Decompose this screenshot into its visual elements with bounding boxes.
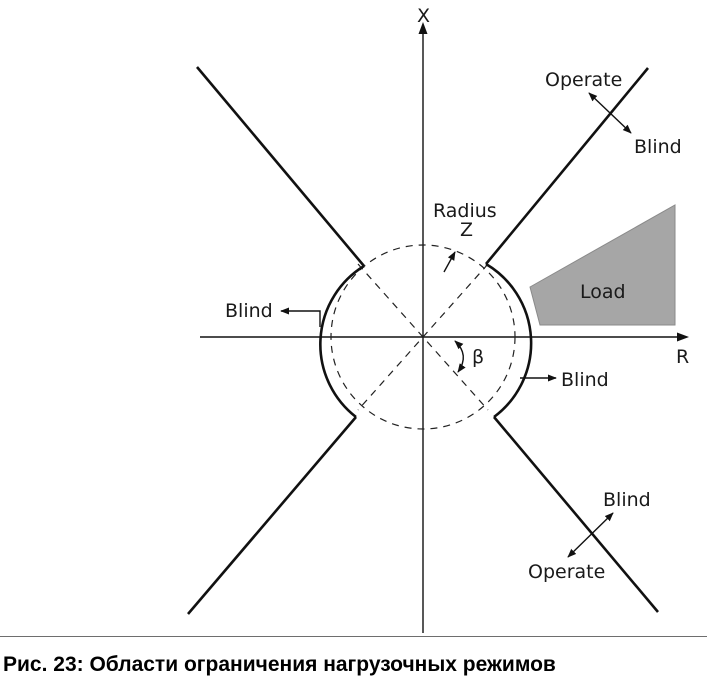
r-axis-arrowhead	[677, 332, 689, 342]
blind-left-arrow	[280, 307, 321, 327]
x-axis-label: X	[417, 5, 430, 27]
operate-blind-top-arrow	[588, 92, 632, 134]
radius-circle-dashed	[330, 244, 516, 430]
blind-operate-bottom-arrow	[567, 512, 614, 558]
diagonal-dashed-2	[357, 263, 489, 411]
boundary-line-upper-left	[196, 66, 365, 267]
blind-arc-right	[485, 262, 533, 419]
x-axis-arrowhead	[418, 22, 428, 34]
blind-top-label: Blind	[634, 136, 682, 158]
blind-right-label: Blind	[561, 369, 609, 391]
blind-left-label: Blind	[225, 300, 273, 322]
blind-arc-left	[319, 264, 365, 419]
blind-bottom-label: Blind	[603, 489, 651, 511]
load-label: Load	[580, 281, 626, 303]
boundary-line-lower-left	[187, 416, 357, 615]
radius-label: Radius	[433, 200, 497, 222]
figure-caption: Рис. 23: Области ограничения нагрузочных…	[3, 653, 556, 676]
angle-beta-label: β	[472, 346, 484, 368]
radius-arrow	[443, 251, 456, 273]
angle-beta-arc	[454, 340, 466, 373]
load-region	[529, 204, 676, 326]
operate-top-label: Operate	[545, 69, 622, 91]
operate-bottom-label: Operate	[528, 561, 605, 583]
r-axis-label: R	[676, 346, 689, 368]
radius-z-label: Z	[460, 219, 473, 241]
load-encroachment-diagram: X R Load Radius Z β Blind Blind Operate …	[187, 5, 689, 633]
caption-divider	[0, 636, 707, 637]
